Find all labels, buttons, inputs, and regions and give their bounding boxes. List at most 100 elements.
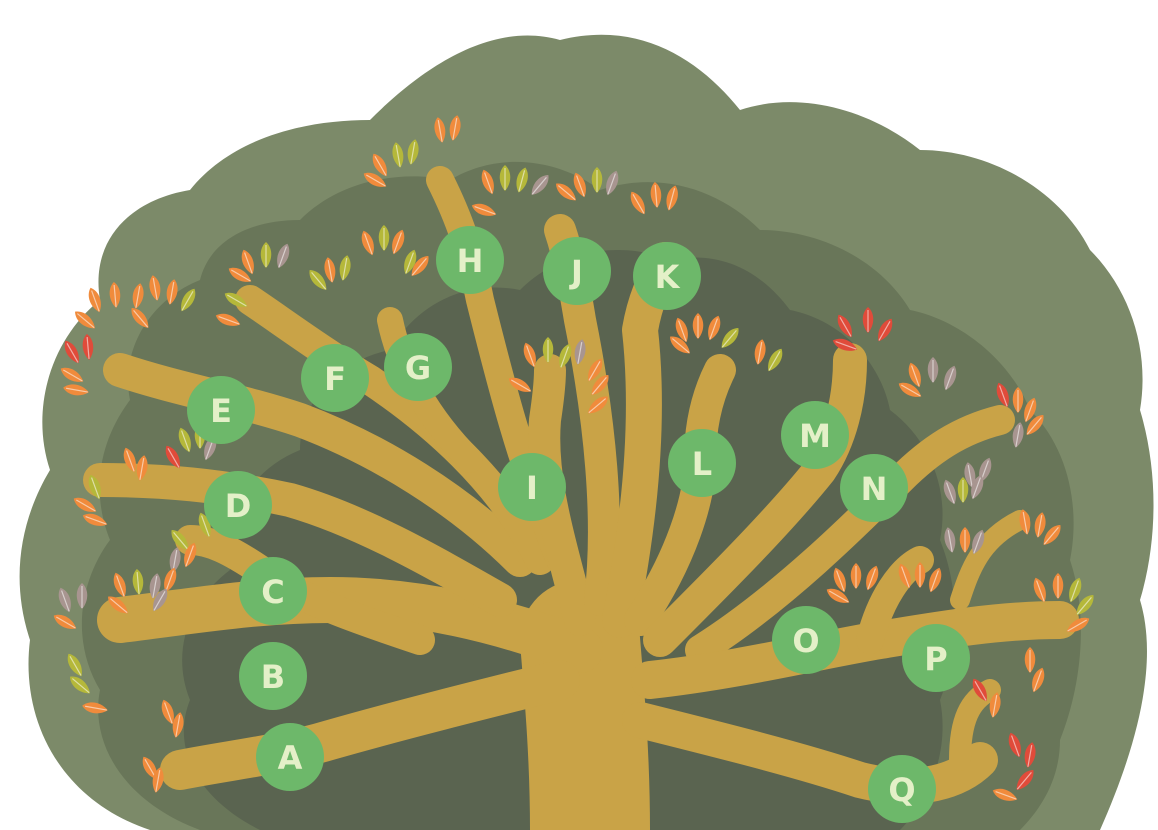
node-a: A [256,723,324,791]
leaf-icon [70,676,90,694]
node-circle [384,333,452,401]
node-e: E [187,376,255,444]
node-circle [256,723,324,791]
leaf-icon [339,255,351,281]
leaf-icon [149,573,161,599]
leaf-icon [404,249,417,275]
node-b: B [239,642,307,710]
leaf-icon [768,348,783,372]
leaf-icon [324,257,336,283]
leaf-icon [82,334,94,360]
leaf-icon [152,767,164,793]
leaf-icon [1043,525,1061,545]
node-j: J [543,237,611,305]
leaf-icon [132,283,144,309]
node-label: D [225,487,252,525]
leaf-icon [878,318,893,342]
leaf-icon [927,357,939,383]
leaf-icon [516,167,528,193]
node-o: O [772,606,840,674]
leaf-icon [309,270,327,290]
node-circle [772,606,840,674]
node-g: G [384,333,452,401]
node-circle [498,453,566,521]
leaf-icon [149,275,161,301]
leaf-icon [277,243,290,269]
node-circle [668,429,736,497]
leaf-icon [542,337,554,363]
node-circle [187,376,255,444]
leaf-icon [82,513,108,526]
leaf-icon [573,172,586,198]
node-label: G [405,349,431,387]
node-circle [543,237,611,305]
leaf-icon [1052,573,1064,599]
leaf-icon [721,328,739,348]
leaf-icon [109,282,121,308]
leaf-icon [606,170,619,196]
leaf-icon [63,384,89,396]
node-d: D [204,471,272,539]
leaf-icon [88,474,101,500]
node-i: I [498,453,566,521]
leaf-icon [166,279,178,305]
leaf-icon [556,183,576,201]
leaf-icon [630,191,645,215]
leaf-icon [833,567,846,593]
leaf-icon [666,185,678,211]
leaf-icon [837,314,852,338]
node-k: K [633,242,701,310]
leaf-icon [228,267,252,282]
node-circle [239,642,307,710]
leaf-icon [508,377,532,392]
leaf-icon [1019,509,1031,535]
node-circle [902,624,970,692]
node-circle [204,471,272,539]
node-circle [239,557,307,625]
leaf-icon [929,567,942,593]
node-label: J [569,253,583,291]
leaf-icon [650,182,662,208]
leaf-icon [1008,732,1021,758]
leaf-icon [708,315,721,341]
leaf-icon [972,678,987,702]
leaf-icon [372,153,387,177]
leaf-icon [1024,742,1036,768]
node-label: F [324,360,346,398]
node-circle [436,226,504,294]
leaf-icon [826,588,850,603]
leaf-icon [76,583,88,609]
node-label: P [924,640,947,678]
node-circle [840,454,908,522]
leaf-icon [132,569,144,595]
leaf-icon [866,565,879,591]
leaf-icon [123,447,136,473]
node-label: C [261,573,284,611]
leaf-icon [523,342,536,368]
leaf-icon [1024,397,1037,423]
leaf-icon [82,702,108,714]
node-circle [301,344,369,412]
leaf-icon [392,142,404,168]
leaf-icon [944,365,957,391]
leaf-icon [165,445,180,469]
node-label: H [457,242,484,280]
leaf-icon [1016,770,1034,790]
leaf-clusters [53,115,1094,801]
node-f: F [301,344,369,412]
leaf-icon [1066,617,1090,632]
node-circle [868,755,936,823]
leaf-icon [241,249,254,275]
leaf-icon [499,165,511,191]
leaf-icon [64,340,79,364]
leaf-icon [1024,647,1036,673]
leaf-icon [862,307,874,333]
leaf-icon [481,169,494,195]
leaf-icon [1034,512,1046,538]
leaf-icon [971,474,984,500]
leaf-icon [184,542,197,568]
leaf-icon [908,362,921,388]
leaf-icon [531,175,549,195]
